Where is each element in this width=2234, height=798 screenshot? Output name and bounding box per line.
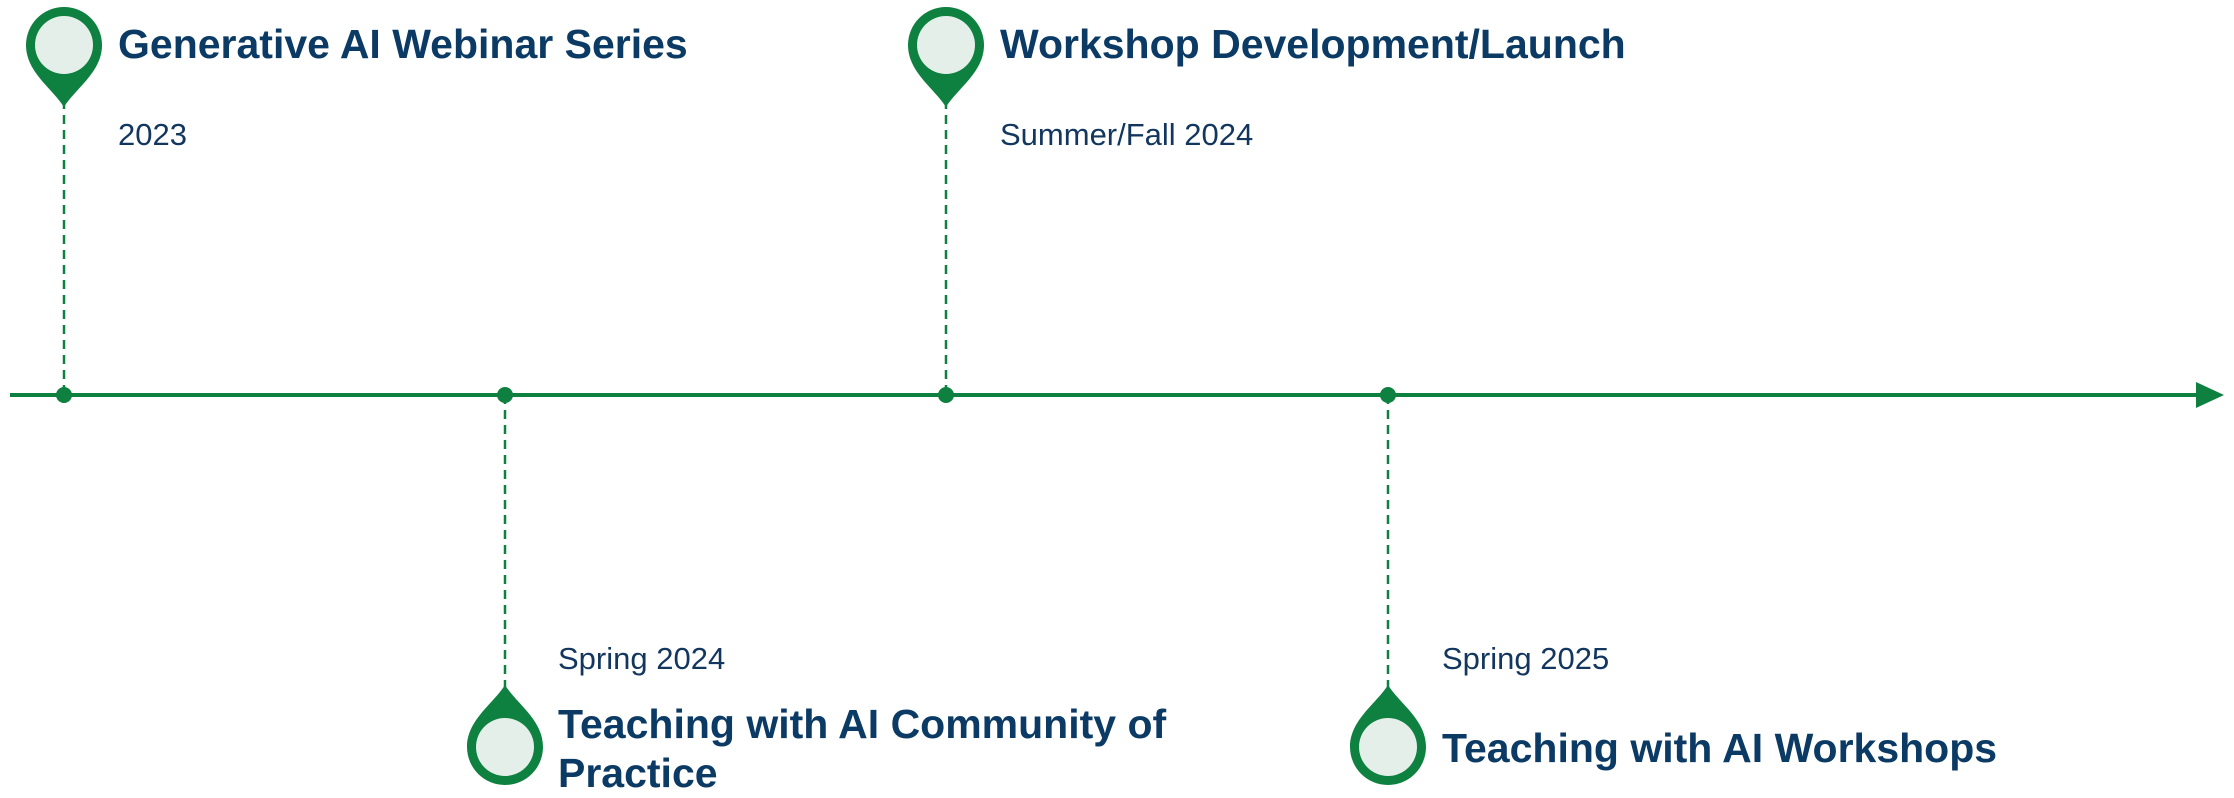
timeline-marker-3 xyxy=(938,387,954,403)
event-date-1: 2023 xyxy=(118,117,187,152)
map-pin-icon-2 xyxy=(467,685,543,785)
timeline-marker-2 xyxy=(497,387,513,403)
event-date-3: Summer/Fall 2024 xyxy=(1000,117,1254,152)
map-pin-icon-3 xyxy=(908,7,984,107)
timeline-marker-1 xyxy=(56,387,72,403)
timeline-arrow-icon xyxy=(2196,382,2224,408)
event-title-1: Generative AI Webinar Series xyxy=(118,21,688,67)
map-pin-icon-4 xyxy=(1350,685,1426,785)
event-title-2: Teaching with AI Community of Practice xyxy=(558,701,1167,796)
event-title-3: Workshop Development/Launch xyxy=(1000,21,1626,67)
event-date-4: Spring 2025 xyxy=(1442,641,1610,676)
event-title-4: Teaching with AI Workshops xyxy=(1442,725,1998,771)
event-date-2: Spring 2024 xyxy=(558,641,726,676)
timeline-marker-4 xyxy=(1380,387,1396,403)
map-pin-icon-1 xyxy=(26,7,102,107)
